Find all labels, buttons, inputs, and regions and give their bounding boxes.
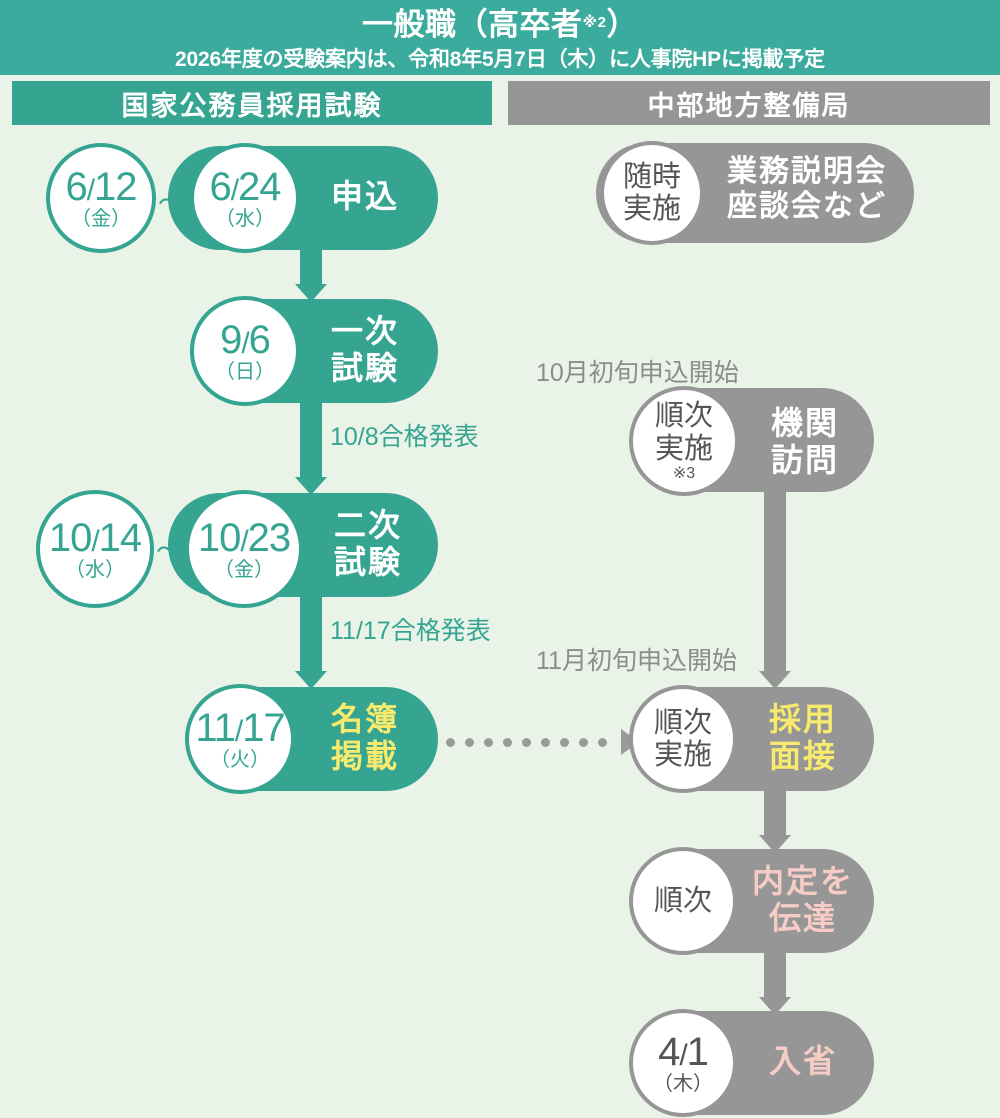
- page-title: 一般職（高卒者※2）: [0, 6, 1000, 45]
- exam2-date-to: 10/23: [197, 516, 291, 560]
- exam2-date-to-circle: 10/23 （金）: [185, 490, 303, 608]
- interview-circle: 順次実施: [629, 685, 737, 793]
- offer-label: 内定を 伝達: [751, 863, 854, 936]
- dot: [522, 737, 531, 747]
- roster-label: 名簿 掲載: [330, 701, 399, 774]
- page-title-footnote: ※2: [582, 14, 607, 31]
- offer-circle-text: 順次: [653, 884, 712, 917]
- briefing-circle: 随時実施: [600, 141, 704, 245]
- dot: [560, 737, 569, 747]
- timeline-canvas: 6/12 （金） 〜 6/24 （水） 申込 9/6 （日） 一次 試験 10/…: [0, 131, 1000, 1117]
- dot: [503, 737, 512, 747]
- exam2-label: 二次 試験: [333, 507, 402, 580]
- exam1-label: 一次 試験: [330, 313, 399, 386]
- exam2-date-from-circle: 10/14 （水）: [36, 490, 154, 608]
- connector-roster-to-interview: [446, 729, 639, 755]
- edge-label-first-results: 10/8合格発表: [330, 423, 479, 451]
- exam2-weekday-to: （金）: [214, 559, 274, 581]
- exam2-range-separator: 〜: [156, 536, 183, 566]
- dot: [446, 737, 455, 747]
- dot: [598, 737, 607, 747]
- entry-date: 4/1: [658, 1030, 709, 1074]
- offer-circle: 順次: [629, 847, 737, 955]
- page-subtitle: 2026年度の受験案内は、令和8年5月7日（木）に人事院HPに掲載予定: [175, 47, 825, 71]
- connector-apply-to-exam1: [295, 250, 327, 302]
- briefing-circle-text: 随時実施: [622, 160, 681, 225]
- exam2-weekday-from: （水）: [65, 559, 125, 581]
- entry-date-circle: 4/1 （木）: [629, 1009, 737, 1117]
- exam1-date: 9/6: [220, 318, 271, 362]
- entry-weekday: （木）: [653, 1073, 713, 1095]
- connector-exam2-to-roster: [295, 597, 327, 689]
- briefing-label: 業務説明会 座談会など: [727, 155, 887, 223]
- entry-label: 入省: [768, 1043, 837, 1079]
- apply-label: 申込: [330, 178, 399, 214]
- exam2-date-from: 10/14: [48, 516, 142, 560]
- apply-date-from-circle: 6/12 （金）: [46, 143, 156, 253]
- roster-weekday: （火）: [210, 749, 270, 771]
- connector-visit-to-interview: [759, 492, 791, 689]
- interview-circle-text: 順次実施: [653, 706, 712, 771]
- page-title-text: 一般職（高卒者: [362, 7, 583, 42]
- apply-date-to-circle: 6/24 （水）: [190, 143, 300, 253]
- dot: [484, 737, 493, 747]
- connector-exam1-to-exam2: [295, 403, 327, 495]
- connector-offer-to-entry: [759, 953, 791, 1015]
- page-title-close-paren: ）: [606, 7, 638, 42]
- column-headers: 国家公務員採用試験 中部地方整備局: [0, 75, 1000, 131]
- interview-label: 採用 面接: [768, 701, 837, 774]
- roster-date: 11/17: [195, 706, 285, 750]
- dot: [541, 737, 550, 747]
- apply-date-to: 6/24: [209, 165, 281, 209]
- dot: [579, 737, 588, 747]
- visit-circle-footnote: ※3: [672, 464, 696, 482]
- interview-application-note: 11月初旬申込開始: [536, 647, 737, 675]
- visit-circle-text: 順次実施: [654, 400, 713, 465]
- connector-interview-to-offer: [759, 791, 791, 853]
- dot: [465, 737, 474, 747]
- apply-weekday-from: （金）: [71, 208, 131, 230]
- apply-weekday-to: （水）: [215, 208, 275, 230]
- edge-label-second-results: 11/17合格発表: [330, 617, 491, 645]
- roster-date-circle: 11/17 （火）: [185, 684, 295, 794]
- apply-range-separator: 〜: [158, 188, 185, 218]
- header-banner: 一般職（高卒者※2） 2026年度の受験案内は、令和8年5月7日（木）に人事院H…: [0, 0, 1000, 75]
- visit-circle: 順次実施 ※3: [629, 386, 739, 496]
- visit-label: 機関 訪問: [770, 405, 839, 478]
- visit-application-note: 10月初旬申込開始: [536, 359, 739, 387]
- exam1-date-circle: 9/6 （日）: [190, 296, 300, 406]
- apply-date-from: 6/12: [65, 165, 137, 209]
- exam1-weekday: （日）: [215, 361, 275, 383]
- column-header-right: 中部地方整備局: [508, 81, 990, 125]
- column-header-left: 国家公務員採用試験: [12, 81, 492, 125]
